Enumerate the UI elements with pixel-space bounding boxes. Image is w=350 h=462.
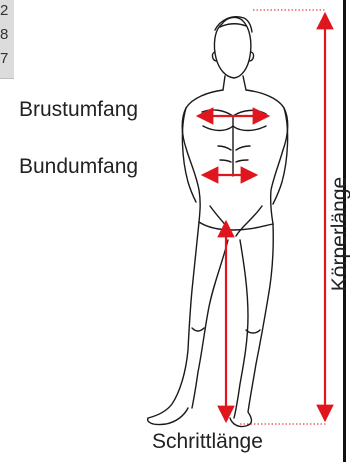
body-outline [148,17,288,427]
